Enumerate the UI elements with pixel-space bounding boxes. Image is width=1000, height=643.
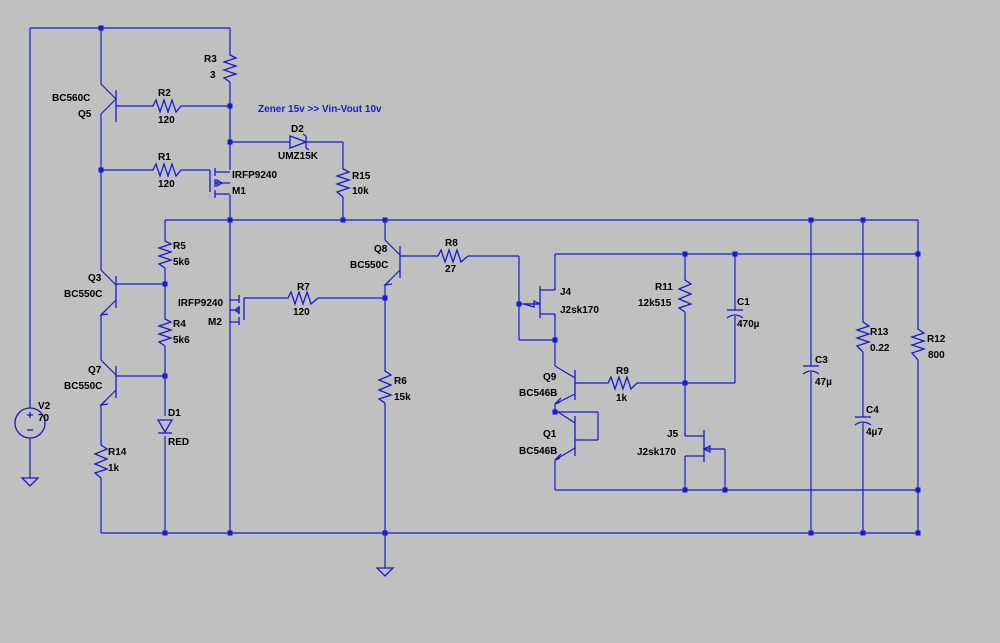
v2-value: 70: [38, 413, 50, 424]
r14-value: 1k: [108, 463, 120, 474]
q3-ref: Q3: [88, 273, 102, 284]
ground-icon: [375, 567, 395, 577]
transistor-q8[interactable]: [383, 246, 405, 286]
r3-value: 3: [210, 70, 216, 81]
transistor-q5[interactable]: [115, 90, 120, 122]
resistor-r8[interactable]: [435, 247, 469, 265]
resistor-r4[interactable]: [156, 316, 174, 347]
q1-ref: Q1: [543, 429, 557, 440]
resistor-r11[interactable]: [677, 276, 693, 313]
mosfet-m1[interactable]: [209, 168, 230, 198]
r12-ref: R12: [927, 334, 946, 345]
j4-value: J2sk170: [560, 305, 599, 316]
resistor-r2[interactable]: [150, 97, 182, 115]
resistor-r14[interactable]: [93, 440, 109, 479]
r6-ref: R6: [394, 376, 407, 387]
j5-ref: J5: [667, 429, 679, 440]
capacitor-c3[interactable]: [802, 365, 820, 375]
q8-ref: Q8: [374, 244, 388, 255]
q5-value: BC560C: [52, 93, 90, 104]
r7-value: 120: [293, 307, 310, 318]
c4-ref: C4: [866, 405, 879, 416]
annotation-text: Zener 15v >> Vin-Vout 10v: [258, 104, 382, 115]
transistor-q7[interactable]: [99, 366, 120, 406]
r13-value: 0.22: [870, 343, 890, 354]
r14-ref: R14: [108, 447, 127, 458]
led-d1[interactable]: [156, 419, 174, 434]
resistor-r9[interactable]: [605, 374, 638, 392]
r4-value: 5k6: [173, 335, 190, 346]
capacitor-c4[interactable]: [854, 416, 872, 426]
r5-ref: R5: [173, 241, 186, 252]
m1-ref: M1: [232, 186, 246, 197]
r11-ref: R11: [655, 282, 673, 293]
r4-ref: R4: [173, 319, 186, 330]
r13-ref: R13: [870, 327, 889, 338]
d1-value: RED: [168, 437, 189, 448]
r1-value: 120: [158, 179, 175, 190]
r8-ref: R8: [445, 238, 458, 249]
r9-ref: R9: [616, 366, 629, 377]
transistor-q3[interactable]: [99, 276, 120, 316]
resistor-r7[interactable]: [285, 289, 319, 307]
r15-ref: R15: [352, 171, 371, 182]
r12-value: 800: [928, 350, 945, 361]
r9-value: 1k: [616, 393, 628, 404]
jfet-j5[interactable]: [684, 430, 711, 462]
q7-ref: Q7: [88, 365, 102, 376]
r2-ref: R2: [158, 88, 171, 99]
j5-value: J2sk170: [637, 447, 676, 458]
q5-ref: Q5: [78, 109, 92, 120]
labels: Zener 15v >> Vin-Vout 10v V2 70 BC560C Q…: [38, 54, 946, 474]
v2-ref: V2: [38, 401, 51, 412]
transistor-q1[interactable]: [554, 416, 580, 461]
c1-ref: C1: [737, 297, 750, 308]
r8-value: 27: [445, 264, 457, 275]
c1-value: 470µ: [737, 319, 760, 330]
mosfet-m2[interactable]: [230, 295, 245, 325]
resistor-r3[interactable]: [221, 52, 239, 83]
q8-value: BC550C: [350, 260, 388, 271]
m1-value: IRFP9240: [232, 170, 277, 181]
capacitor-c1[interactable]: [726, 309, 744, 319]
q1-value: BC546B: [519, 446, 557, 457]
r11-value: 12k515: [638, 298, 672, 309]
c4-value: 4µ7: [866, 427, 883, 438]
r5-value: 5k6: [173, 257, 190, 268]
voltage-source-v2[interactable]: [14, 407, 46, 439]
jfet-j4[interactable]: [523, 283, 556, 320]
m2-ref: M2: [208, 317, 222, 328]
junction-dots: [98, 25, 921, 536]
j4-ref: J4: [560, 287, 572, 298]
q9-ref: Q9: [543, 372, 557, 383]
r3-ref: R3: [204, 54, 217, 65]
resistor-r13[interactable]: [854, 318, 872, 353]
d2-ref: D2: [291, 124, 304, 135]
resistor-r6[interactable]: [377, 366, 393, 404]
wires: [29, 27, 919, 568]
q3-value: BC550C: [64, 289, 102, 300]
d2-value: UMZ15K: [278, 151, 319, 162]
q9-value: BC546B: [519, 388, 557, 399]
resistor-r1[interactable]: [150, 161, 182, 179]
ground-icon: [20, 477, 40, 487]
resistor-r12[interactable]: [909, 325, 927, 361]
d1-ref: D1: [168, 408, 181, 419]
zener-diode-d2[interactable]: [289, 133, 310, 151]
r15-value: 10k: [352, 186, 369, 197]
c3-ref: C3: [815, 355, 828, 366]
r1-ref: R1: [158, 152, 171, 163]
q7-value: BC550C: [64, 381, 102, 392]
transistor-q9[interactable]: [554, 370, 580, 405]
r2-value: 120: [158, 115, 175, 126]
r7-ref: R7: [297, 282, 310, 293]
r6-value: 15k: [394, 392, 411, 403]
c3-value: 47µ: [815, 377, 832, 388]
resistor-r5[interactable]: [156, 238, 174, 269]
m2-value: IRFP9240: [178, 298, 223, 309]
resistor-r15[interactable]: [334, 166, 352, 198]
